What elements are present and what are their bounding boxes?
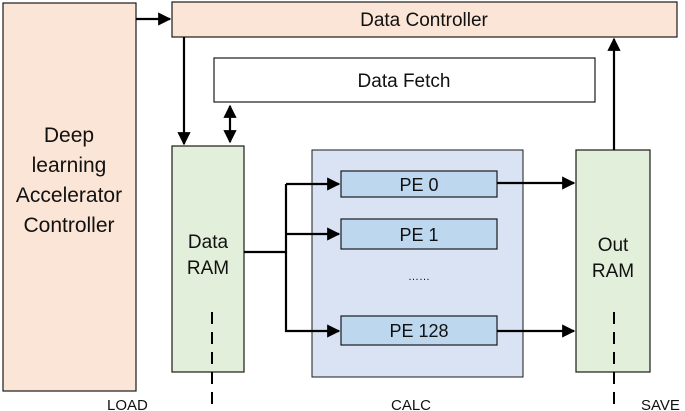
dla-controller-line-4: Controller [23, 214, 114, 237]
dla-controller-line-2: learning [32, 154, 107, 177]
dla-controller-line-3: Accelerator [16, 184, 122, 207]
data-ram-line-1: Data [188, 232, 229, 253]
line-data-ram-bus [244, 184, 288, 254]
dla-controller-line-1: Deep [44, 124, 94, 147]
phase-label-save: SAVE [641, 397, 680, 411]
data-fetch-label: Data Fetch [358, 71, 451, 92]
data-ram-block: Data RAM [171, 145, 245, 373]
data-ram-line-2: RAM [187, 258, 229, 279]
data-controller-block: Data Controller [171, 1, 678, 38]
phase-label-load: LOAD [107, 397, 148, 411]
out-ram-line-2: RAM [592, 261, 634, 282]
data-fetch-block: Data Fetch [213, 57, 596, 103]
pe-1-block [340, 218, 498, 250]
pe-128-block [340, 315, 498, 346]
pe-array-panel: PE 0 PE 1 …… PE 128 [311, 149, 524, 378]
pe-128-label: PE 128 [389, 321, 448, 341]
out-ram-line-1: Out [598, 235, 629, 256]
data-controller-label: Data Controller [360, 10, 488, 31]
pe-ellipsis: …… [408, 271, 430, 283]
phase-label-calc: CALC [391, 397, 431, 411]
pe-0-label: PE 0 [399, 175, 438, 195]
arrow-to-pe-128 [284, 252, 341, 338]
dla-controller-block: Deep learning Accelerator Controller [2, 2, 137, 392]
pe-1-label: PE 1 [399, 225, 438, 245]
pe-0-block [340, 170, 498, 198]
